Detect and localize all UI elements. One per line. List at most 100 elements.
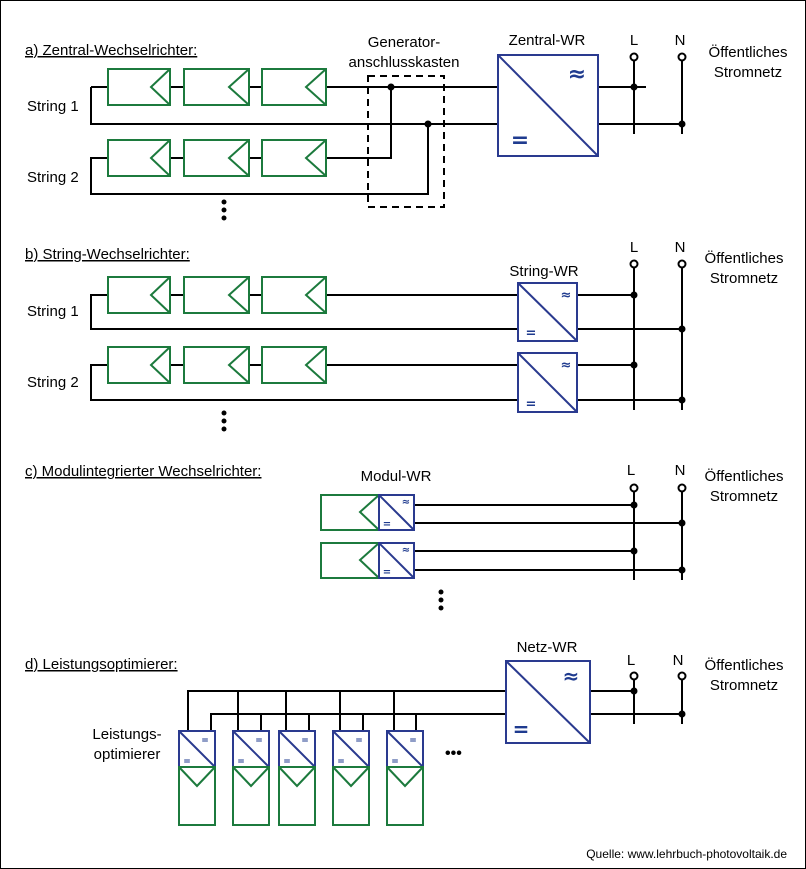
dc-symbol: = <box>526 326 537 341</box>
section-b-title: b) String-Wechselrichter: <box>25 246 190 263</box>
netz-wr-inverter: ≈ = <box>505 660 591 744</box>
more-strings-ellipsis <box>221 199 227 221</box>
modul-wr-label: Modul-WR <box>361 468 432 485</box>
grid-L-label: L <box>627 652 635 669</box>
grid-L-terminal <box>629 483 639 493</box>
zentral-wr-inverter: ≈ = <box>497 54 599 157</box>
zentral-wr-label: Zentral-WR <box>509 32 586 49</box>
netz-wr-label: Netz-WR <box>517 639 578 656</box>
pv-module <box>183 346 250 384</box>
dc-symbol: = <box>513 717 530 741</box>
grid-label-line2: Stromnetz <box>714 64 782 81</box>
pv-module <box>107 139 171 177</box>
optimizer-module: = = <box>278 730 316 826</box>
string2-label-a: String 2 <box>27 169 79 186</box>
optimizer-module: = = <box>332 730 370 826</box>
pv-module-with-inverter: ≈ = <box>320 494 415 531</box>
grid-N-terminal <box>677 671 687 681</box>
combiner-label-line2: anschlusskasten <box>349 54 460 71</box>
grid-label-line1: Öffentliches <box>705 467 784 485</box>
dc-symbol: = <box>383 567 391 578</box>
ac-symbol: ≈ <box>561 288 572 303</box>
grid-L-terminal <box>629 259 639 269</box>
more-strings-ellipsis <box>221 410 227 432</box>
pv-module <box>107 346 171 384</box>
grid-N-terminal <box>677 259 687 269</box>
section-d-title: d) Leistungsoptimierer: <box>25 656 178 673</box>
section-a: a) Zentral-Wechselrichter: String 1 Stri… <box>25 32 787 221</box>
string-wr-label: String-WR <box>509 263 578 280</box>
string2-label-b: String 2 <box>27 374 79 391</box>
dc-symbol: = <box>301 736 309 746</box>
dc-symbol: = <box>383 519 391 530</box>
more-optimizers-ellipsis: ••• <box>445 745 462 762</box>
grid-N-terminal <box>677 52 687 62</box>
ac-symbol: ≈ <box>563 664 580 688</box>
pv-module <box>107 276 171 314</box>
grid-label-line1: Öffentliches <box>705 249 784 267</box>
dc-symbol: = <box>237 757 245 767</box>
ac-symbol: ≈ <box>561 358 572 373</box>
more-modules-ellipsis <box>438 589 444 611</box>
string1-label-b: String 1 <box>27 303 79 320</box>
section-a-wiring <box>90 59 683 208</box>
pv-module <box>261 68 327 106</box>
optimizer-label-line2: optimierer <box>94 746 161 763</box>
grid-L-label: L <box>630 239 638 256</box>
pv-module <box>107 68 171 106</box>
section-a-title: a) Zentral-Wechselrichter: <box>25 42 197 59</box>
dc-symbol: = <box>526 397 537 412</box>
string1-label-a: String 1 <box>27 98 79 115</box>
pv-module <box>261 276 327 314</box>
pv-module <box>183 276 250 314</box>
string-wr-inverter: ≈ = <box>517 352 578 413</box>
dc-symbol: = <box>337 757 345 767</box>
combiner-label-line1: Generator- <box>368 34 441 51</box>
grid-N-label: N <box>675 239 686 256</box>
ac-symbol: ≈ <box>402 497 410 508</box>
grid-N-label: N <box>675 32 686 49</box>
optimizer-module: = = <box>178 730 216 826</box>
grid-L-label: L <box>627 462 635 479</box>
source-credit: Quelle: www.lehrbuch-photovoltaik.de <box>586 847 787 861</box>
section-b: b) String-Wechselrichter: String 1 Strin… <box>25 239 783 432</box>
dc-symbol: = <box>183 757 191 767</box>
dc-symbol: = <box>255 736 263 746</box>
grid-N-terminal <box>677 483 687 493</box>
string-wr-inverter: ≈ = <box>517 282 578 342</box>
section-c-wiring <box>414 491 683 580</box>
grid-label-line2: Stromnetz <box>710 677 778 694</box>
section-c: c) Modulintegrierter Wechselrichter: Mod… <box>25 462 783 611</box>
generator-combiner-box <box>367 75 445 208</box>
pv-module <box>261 139 327 177</box>
pv-module <box>261 346 327 384</box>
ac-symbol: ≈ <box>568 62 586 87</box>
dc-symbol: = <box>409 736 417 746</box>
grid-L-terminal <box>629 52 639 62</box>
grid-label-line1: Öffentliches <box>705 656 784 674</box>
ac-symbol: ≈ <box>402 545 410 556</box>
dc-symbol: = <box>201 736 209 746</box>
grid-L-terminal <box>629 671 639 681</box>
optimizer-module: = = <box>386 730 424 826</box>
grid-N-label: N <box>673 652 684 669</box>
section-d: d) Leistungsoptimierer: Leistungs- optim… <box>25 639 784 826</box>
pv-module-with-inverter: ≈ = <box>320 542 415 579</box>
grid-label-line1: Öffentliches <box>709 43 788 61</box>
dc-symbol: = <box>511 128 529 153</box>
section-d-wiring <box>187 674 683 731</box>
grid-L-label: L <box>630 32 638 49</box>
pv-module <box>183 68 250 106</box>
optimizer-module: = = <box>232 730 270 826</box>
section-c-title: c) Modulintegrierter Wechselrichter: <box>25 463 261 480</box>
grid-N-label: N <box>675 462 686 479</box>
dc-symbol: = <box>355 736 363 746</box>
dc-symbol: = <box>283 757 291 767</box>
section-b-wiring <box>90 266 683 410</box>
pv-module <box>183 139 250 177</box>
optimizer-label-line1: Leistungs- <box>92 726 161 743</box>
grid-label-line2: Stromnetz <box>710 488 778 505</box>
grid-label-line2: Stromnetz <box>710 270 778 287</box>
